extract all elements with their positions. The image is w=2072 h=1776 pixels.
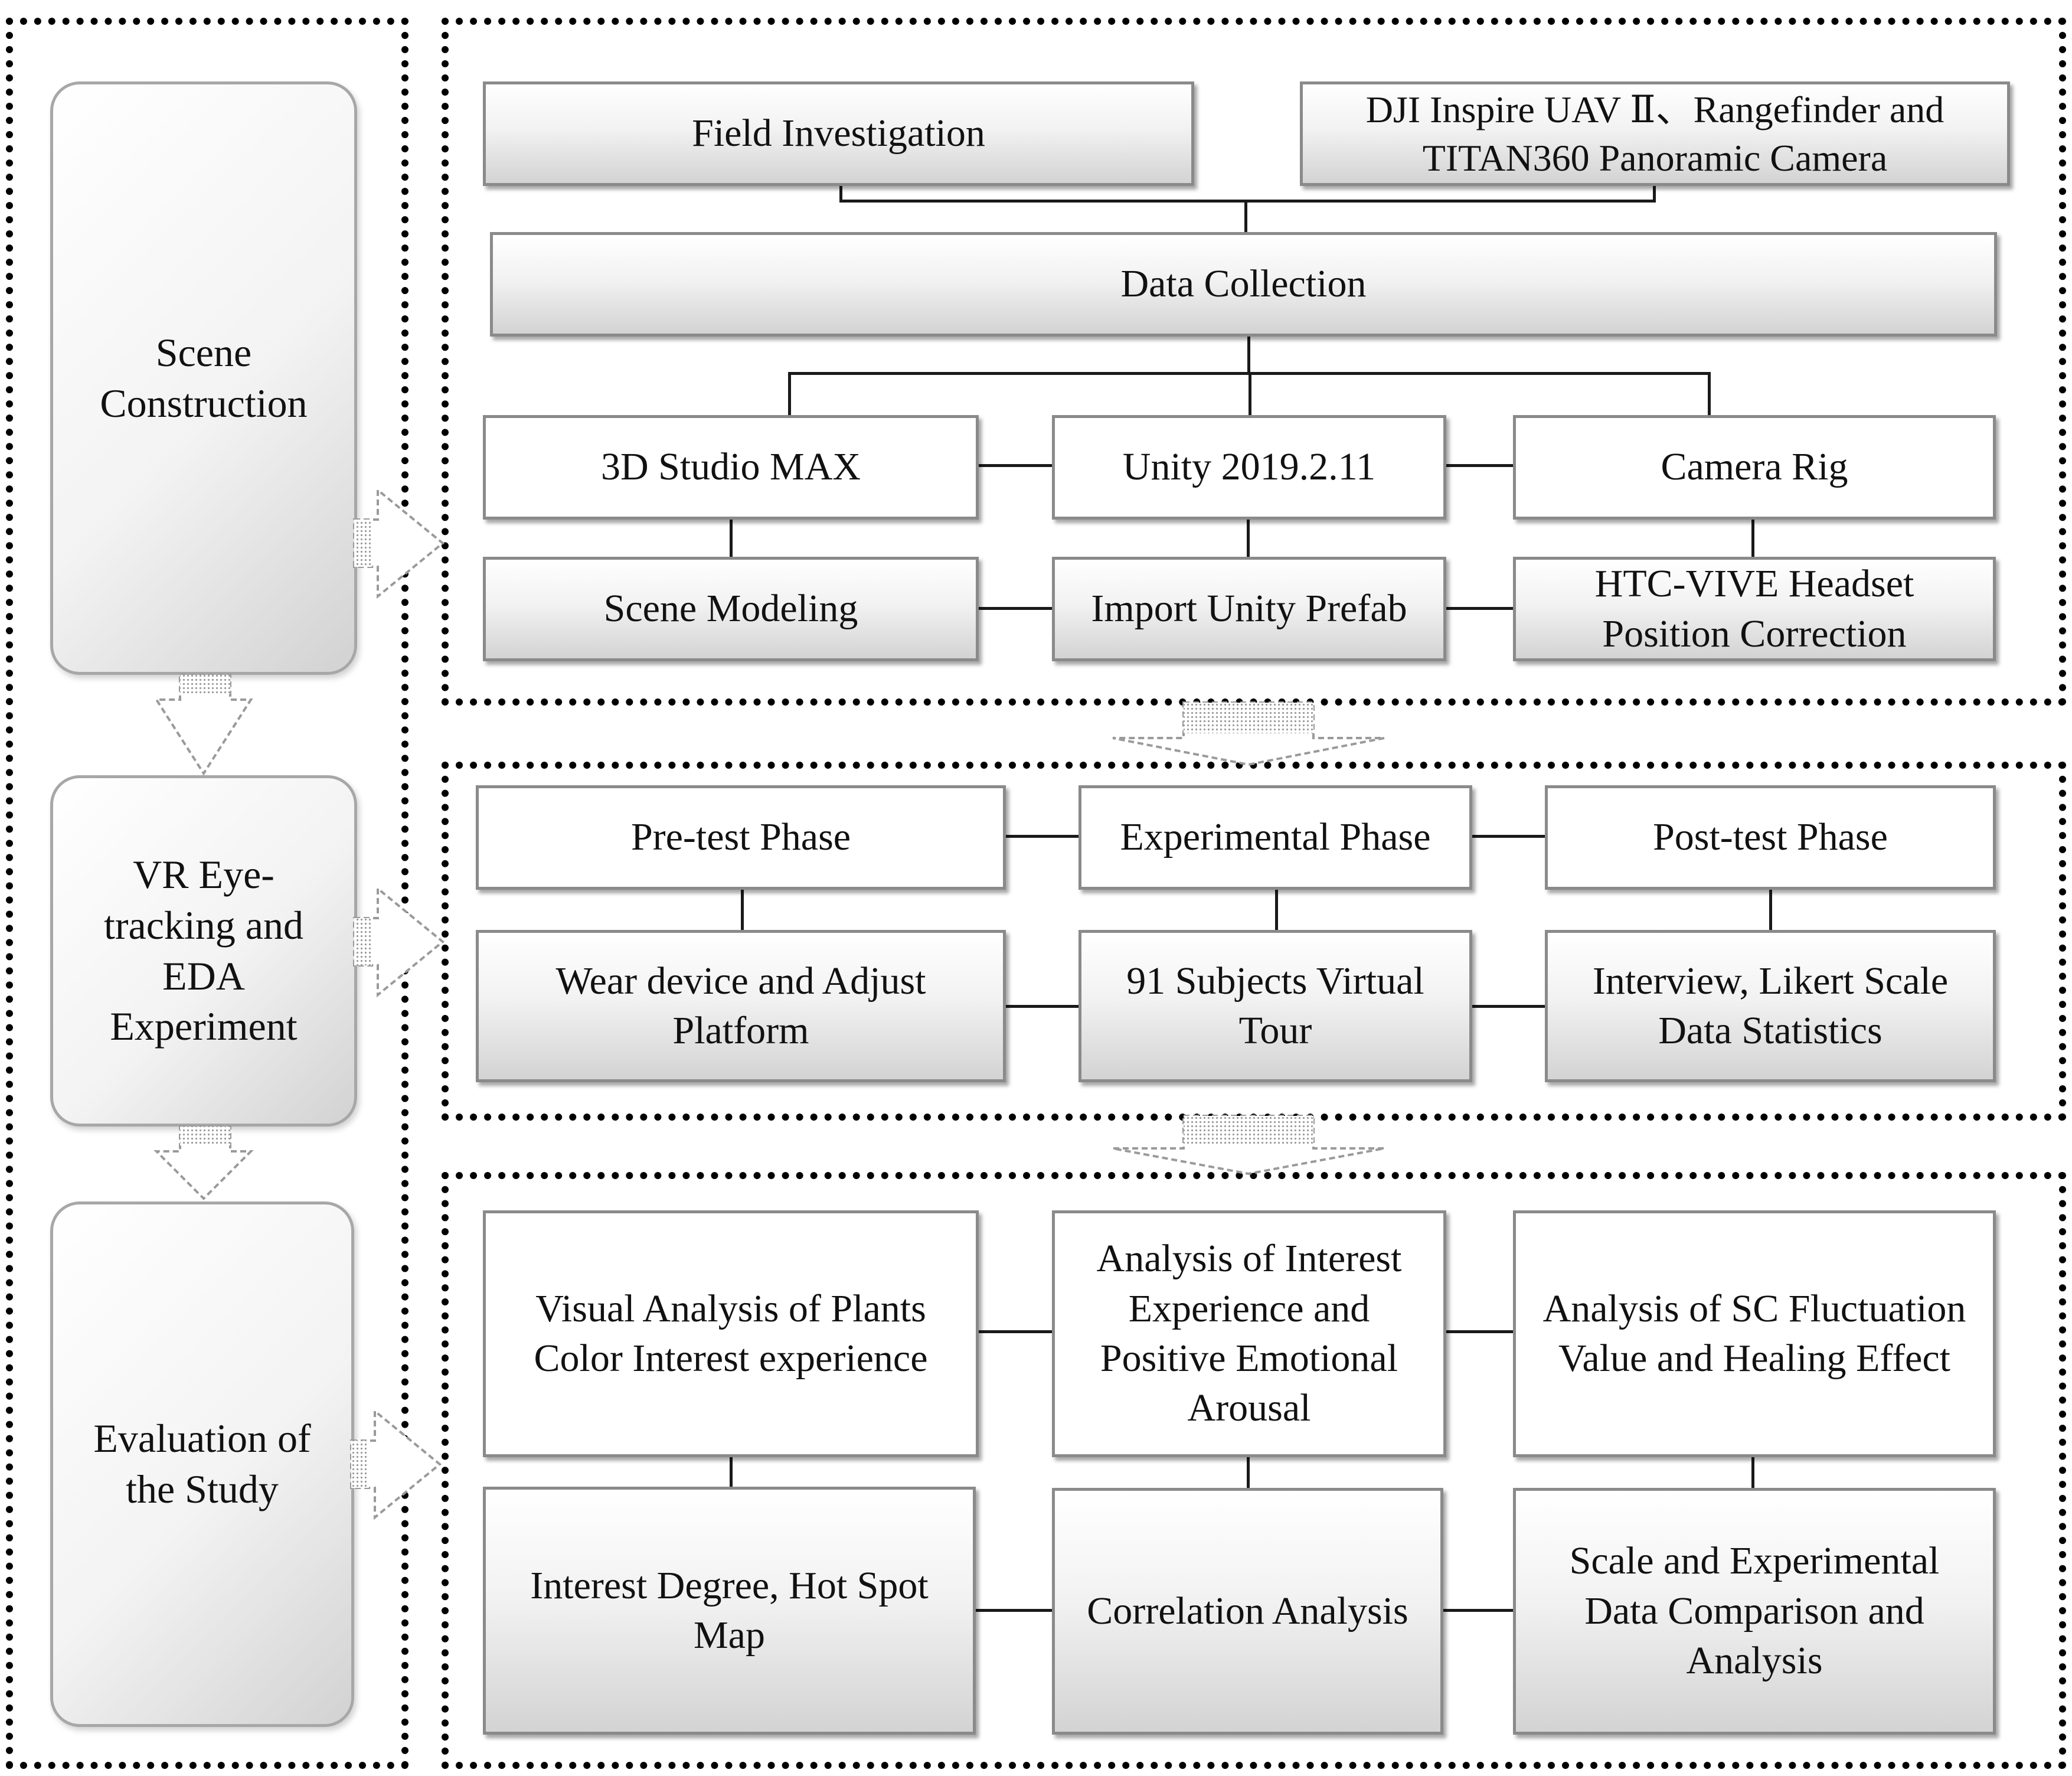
htc-vive-box: HTC-VIVE Headset Position Correction — [1513, 557, 1996, 661]
stage-evaluation: Evaluation of the Study — [50, 1202, 354, 1727]
connector — [977, 1330, 1054, 1333]
experimental-phase-label: Experimental Phase — [1120, 815, 1431, 859]
scale-comparison-label: Scale and Experimental Data Comparison a… — [1569, 1539, 1940, 1683]
connector — [1249, 372, 1251, 416]
right-arrow-3-stem — [351, 1441, 369, 1488]
right-arrow-2-stem — [354, 918, 372, 965]
analysis-sc-box: Analysis of SC Fluctuation Value and Hea… — [1513, 1210, 1996, 1457]
connector — [1443, 607, 1514, 610]
connector — [1275, 886, 1278, 933]
connector — [839, 186, 842, 201]
stage-scene-construction: Scene Construction — [50, 81, 357, 675]
connector — [788, 372, 791, 416]
connector — [1247, 334, 1250, 374]
connector — [977, 464, 1054, 467]
connector — [1443, 464, 1514, 467]
camera-rig-box: Camera Rig — [1513, 415, 1996, 520]
stage-vr-eye-tracking-label: VR Eye- tracking and EDA Experiment — [104, 852, 303, 1049]
stage-scene-construction-label: Scene Construction — [100, 329, 308, 426]
connector — [1247, 1455, 1250, 1497]
connector — [1708, 372, 1711, 416]
down-arrow-left-1 — [154, 674, 253, 776]
pretest-phase-label: Pre-test Phase — [630, 815, 851, 859]
interview-label: Interview, Likert Scale Data Statistics — [1592, 959, 1949, 1052]
connector — [1244, 200, 1247, 232]
connector — [1004, 1005, 1080, 1008]
scene-modeling-label: Scene Modeling — [603, 587, 858, 631]
connector — [977, 607, 1054, 610]
data-collection-label: Data Collection — [1120, 262, 1367, 306]
scale-comparison-box: Scale and Experimental Data Comparison a… — [1513, 1488, 1996, 1735]
import-prefab-label: Import Unity Prefab — [1091, 587, 1407, 631]
connector — [1653, 186, 1656, 201]
data-collection-box: Data Collection — [490, 232, 1997, 337]
stage-evaluation-label: Evaluation of the Study — [93, 1416, 311, 1511]
connector — [839, 200, 1656, 203]
unity-label: Unity 2019.2.11 — [1122, 445, 1376, 489]
analysis-interest-box: Analysis of Interest Experience and Posi… — [1052, 1210, 1446, 1457]
connector — [1247, 517, 1250, 558]
connector — [741, 886, 744, 933]
wear-device-label: Wear device and Adjust Platform — [555, 959, 926, 1052]
down-arrow-section-2-stem — [1184, 1116, 1313, 1144]
scene-modeling-box: Scene Modeling — [483, 557, 979, 661]
interest-degree-box: Interest Degree, Hot Spot Map — [483, 1487, 976, 1735]
visual-analysis-label: Visual Analysis of Plants Color Interest… — [534, 1287, 928, 1380]
connector — [1440, 1609, 1514, 1612]
analysis-sc-label: Analysis of SC Fluctuation Value and Hea… — [1542, 1287, 1966, 1380]
analysis-interest-label: Analysis of Interest Experience and Posi… — [1096, 1237, 1402, 1430]
down-arrow-section-1-stem — [1184, 703, 1313, 733]
down-arrow-left-1-stem — [180, 675, 230, 694]
interview-box: Interview, Likert Scale Data Statistics — [1545, 930, 1996, 1082]
equipment-box: DJI Inspire UAV Ⅱ、Rangefinder and TITAN3… — [1300, 81, 2010, 186]
field-investigation-box: Field Investigation — [483, 81, 1194, 186]
htc-vive-label: HTC-VIVE Headset Position Correction — [1594, 562, 1914, 655]
connector — [974, 1609, 1054, 1612]
connector — [1751, 1455, 1754, 1497]
unity-box: Unity 2019.2.11 — [1052, 415, 1446, 520]
right-arrow-1-stem — [354, 520, 372, 567]
connector — [730, 1455, 733, 1497]
import-prefab-box: Import Unity Prefab — [1052, 557, 1446, 661]
pretest-phase-box: Pre-test Phase — [476, 785, 1006, 890]
subjects-tour-box: 91 Subjects Virtual Tour — [1079, 930, 1472, 1082]
experimental-phase-box: Experimental Phase — [1079, 785, 1472, 890]
posttest-phase-box: Post-test Phase — [1545, 785, 1996, 890]
left-stage-frame — [6, 18, 408, 1769]
section-frame-evaluation — [442, 1172, 2066, 1769]
subjects-tour-label: 91 Subjects Virtual Tour — [1126, 959, 1424, 1052]
posttest-phase-label: Post-test Phase — [1653, 815, 1888, 859]
correlation-analysis-label: Correlation Analysis — [1087, 1589, 1408, 1633]
field-investigation-label: Field Investigation — [692, 112, 985, 155]
connector — [730, 517, 733, 558]
connector — [1004, 835, 1080, 838]
visual-analysis-box: Visual Analysis of Plants Color Interest… — [483, 1210, 979, 1457]
interest-degree-label: Interest Degree, Hot Spot Map — [530, 1563, 929, 1657]
studio-max-box: 3D Studio MAX — [483, 415, 979, 520]
connector — [1470, 835, 1547, 838]
camera-rig-label: Camera Rig — [1661, 445, 1848, 489]
connector — [1443, 1330, 1514, 1333]
studio-max-label: 3D Studio MAX — [600, 445, 861, 489]
wear-device-box: Wear device and Adjust Platform — [476, 930, 1006, 1082]
down-arrow-left-2-stem — [180, 1127, 230, 1145]
connector — [1751, 517, 1754, 558]
stage-vr-eye-tracking: VR Eye- tracking and EDA Experiment — [50, 775, 357, 1127]
connector — [1769, 886, 1772, 933]
equipment-label: DJI Inspire UAV Ⅱ、Rangefinder and TITAN3… — [1365, 88, 1944, 179]
correlation-analysis-box: Correlation Analysis — [1052, 1488, 1443, 1735]
connector — [1470, 1005, 1547, 1008]
